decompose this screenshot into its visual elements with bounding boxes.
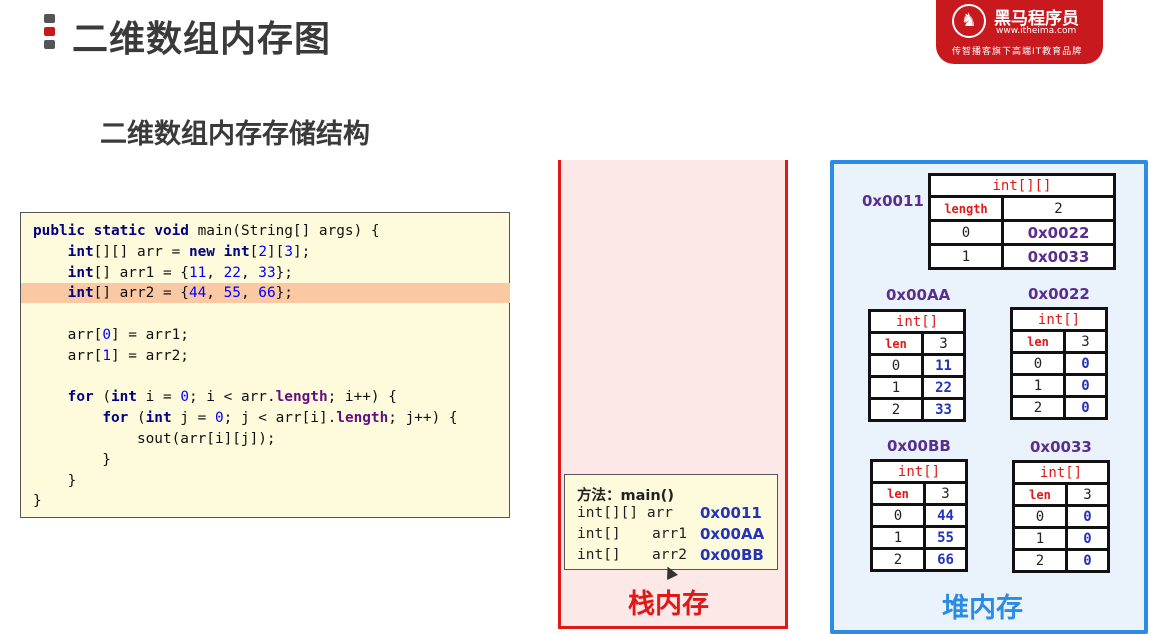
heap-array-address: 0x00AA [886, 286, 951, 304]
var-address: 0x00AA [700, 525, 765, 543]
code-line: arr[1] = arr2; [33, 347, 189, 364]
array-type: int[] [870, 459, 968, 484]
cell-index: 1 [868, 375, 924, 400]
cell-index: 0 [928, 219, 1004, 246]
cell-index: 0 [870, 503, 926, 528]
stack-frame-main: 方法：main() int[][] arr int[] int[] arr1 a… [564, 474, 778, 570]
title-bar-3 [44, 40, 55, 49]
len-value: 3 [921, 331, 966, 356]
cell-value: 0x0033 [1001, 243, 1116, 270]
code-line: int[][] arr = new int[2][3]; [67, 243, 311, 260]
cell-value: 0x0022 [1001, 219, 1116, 246]
brand-logo: ♞ 黑马程序员 www.itheima.com 传智播客旗下高端IT教育品牌 [936, 0, 1103, 64]
var-name: arr [646, 505, 674, 521]
len-value: 3 [1065, 482, 1110, 507]
code-highlight [21, 283, 510, 304]
title-decoration [44, 14, 56, 53]
frame-method: 方法：main() [577, 488, 674, 504]
len-value: 3 [1063, 329, 1108, 354]
var-type: int[] [577, 526, 621, 542]
horse-logo-icon: ♞ [952, 4, 986, 38]
cell-value: 66 [923, 547, 968, 572]
cell-index: 0 [1012, 504, 1068, 529]
logo-slogan: 传智播客旗下高端IT教育品牌 [952, 47, 1083, 57]
code-line: } [33, 451, 111, 468]
heap-array-address: 0x0033 [1030, 438, 1092, 456]
cell-value: 0 [1065, 526, 1110, 551]
array-type: int[] [1012, 460, 1110, 485]
cell-index: 1 [870, 525, 926, 550]
len-label: len [1010, 329, 1066, 354]
cell-value: 55 [923, 525, 968, 550]
length-label: length [928, 195, 1004, 222]
cell-index: 0 [868, 353, 924, 378]
len-value: 3 [923, 481, 968, 506]
code-line: arr[0] = arr1; [33, 327, 189, 343]
cell-value: 44 [923, 503, 968, 528]
frame-var-row: int[][] arr [577, 505, 673, 521]
cell-index: 1 [1012, 526, 1068, 551]
heap-array-address: 0x0022 [1028, 285, 1090, 303]
cell-index: 2 [1010, 395, 1066, 420]
cell-index: 2 [1012, 548, 1068, 573]
len-label: len [868, 331, 924, 356]
logo-url: www.itheima.com [996, 26, 1077, 36]
var-address: 0x0011 [700, 504, 762, 522]
cell-index: 0 [1010, 351, 1066, 376]
cell-index: 2 [870, 547, 926, 572]
heap-outer-address: 0x0011 [862, 192, 924, 210]
var-name: arr2 [652, 547, 687, 563]
code-panel: public static void main(String[] args) {… [20, 212, 510, 518]
array-type: int[] [1010, 307, 1108, 332]
code-line: for (int j = 0; j < arr[i].length; j++) … [102, 410, 458, 427]
var-name: arr1 [652, 526, 687, 542]
code-line: int[] arr1 = {11, 22, 33}; [67, 264, 293, 281]
cell-value: 0 [1063, 373, 1108, 398]
var-address: 0x00BB [700, 546, 764, 564]
var-type: int[] [577, 547, 621, 563]
frame-var-row: int[] [577, 547, 621, 563]
frame-var-row: int[] [577, 526, 621, 542]
logo-brand: 黑马程序员 [994, 9, 1079, 29]
length-value: 2 [1001, 195, 1116, 222]
var-type: int[][] [577, 505, 639, 521]
title-bar-2 [44, 27, 55, 36]
heap-array-address: 0x00BB [887, 437, 951, 455]
code-line: sout(arr[i][j]); [33, 431, 276, 447]
cell-value: 0 [1065, 504, 1110, 529]
cell-index: 2 [868, 397, 924, 422]
code-line: for (int i = 0; i < arr.length; i++) { [67, 389, 397, 406]
section-subtitle: 二维数组内存存储结构 [100, 119, 370, 150]
code-line: int[] arr2 = {44, 55, 66}; [67, 285, 293, 302]
array-type: int[][] [928, 173, 1116, 198]
cell-value: 33 [921, 397, 966, 422]
page-title: 二维数组内存图 [72, 19, 332, 60]
array-type: int[] [868, 309, 966, 334]
cell-value: 0 [1063, 395, 1108, 420]
title-bar-1 [44, 14, 55, 23]
cell-value: 22 [921, 375, 966, 400]
cell-index: 1 [928, 243, 1004, 270]
cell-value: 0 [1063, 351, 1108, 376]
code-line: public static void main(String[] args) { [33, 223, 380, 239]
stack-label: 栈内存 [628, 589, 709, 620]
cell-value: 11 [921, 353, 966, 378]
cell-index: 1 [1010, 373, 1066, 398]
heap-label: 堆内存 [942, 593, 1023, 624]
code-line: } [33, 472, 77, 489]
cell-value: 0 [1065, 548, 1110, 573]
len-label: len [870, 481, 926, 506]
len-label: len [1012, 482, 1068, 507]
code-line: } [33, 493, 42, 510]
